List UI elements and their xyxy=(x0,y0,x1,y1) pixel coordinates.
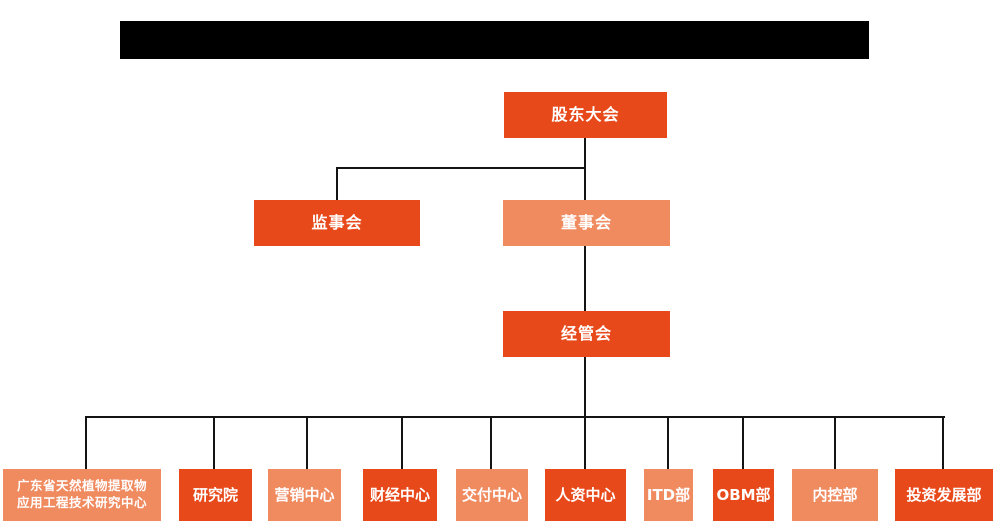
connector-line xyxy=(584,416,586,470)
connector-line xyxy=(85,416,87,470)
node-internal-control-dept: 内控部 xyxy=(792,469,878,521)
node-management-committee: 经管会 xyxy=(503,311,670,357)
header-title-bar xyxy=(120,21,869,59)
node-finance-center: 财经中心 xyxy=(363,469,437,521)
connector-line xyxy=(942,416,944,470)
connector-line xyxy=(490,416,492,470)
node-hr-center: 人资中心 xyxy=(545,469,626,521)
connector-line xyxy=(584,246,586,312)
node-delivery-center: 交付中心 xyxy=(456,469,528,521)
connector-line xyxy=(213,416,215,470)
connector-line xyxy=(85,416,945,418)
connector-line xyxy=(742,416,744,470)
node-marketing-center: 营销中心 xyxy=(268,469,341,521)
node-board-of-directors: 董事会 xyxy=(503,200,670,246)
connector-line xyxy=(834,416,836,470)
connector-line xyxy=(667,416,669,470)
node-shareholders-meeting: 股东大会 xyxy=(504,92,667,138)
connector-line xyxy=(336,167,586,169)
node-research-institute: 研究院 xyxy=(179,469,252,521)
connector-line xyxy=(584,356,586,417)
connector-line xyxy=(401,416,403,470)
connector-line xyxy=(336,167,338,200)
node-obm-dept: OBM部 xyxy=(713,469,774,521)
node-supervisory-board: 监事会 xyxy=(254,200,420,246)
connector-line xyxy=(306,416,308,470)
node-gd-research-center: 广东省天然植物提取物应用工程技术研究中心 xyxy=(3,469,161,521)
node-investment-development-dept: 投资发展部 xyxy=(895,469,993,521)
node-itd-dept: ITD部 xyxy=(644,469,693,521)
